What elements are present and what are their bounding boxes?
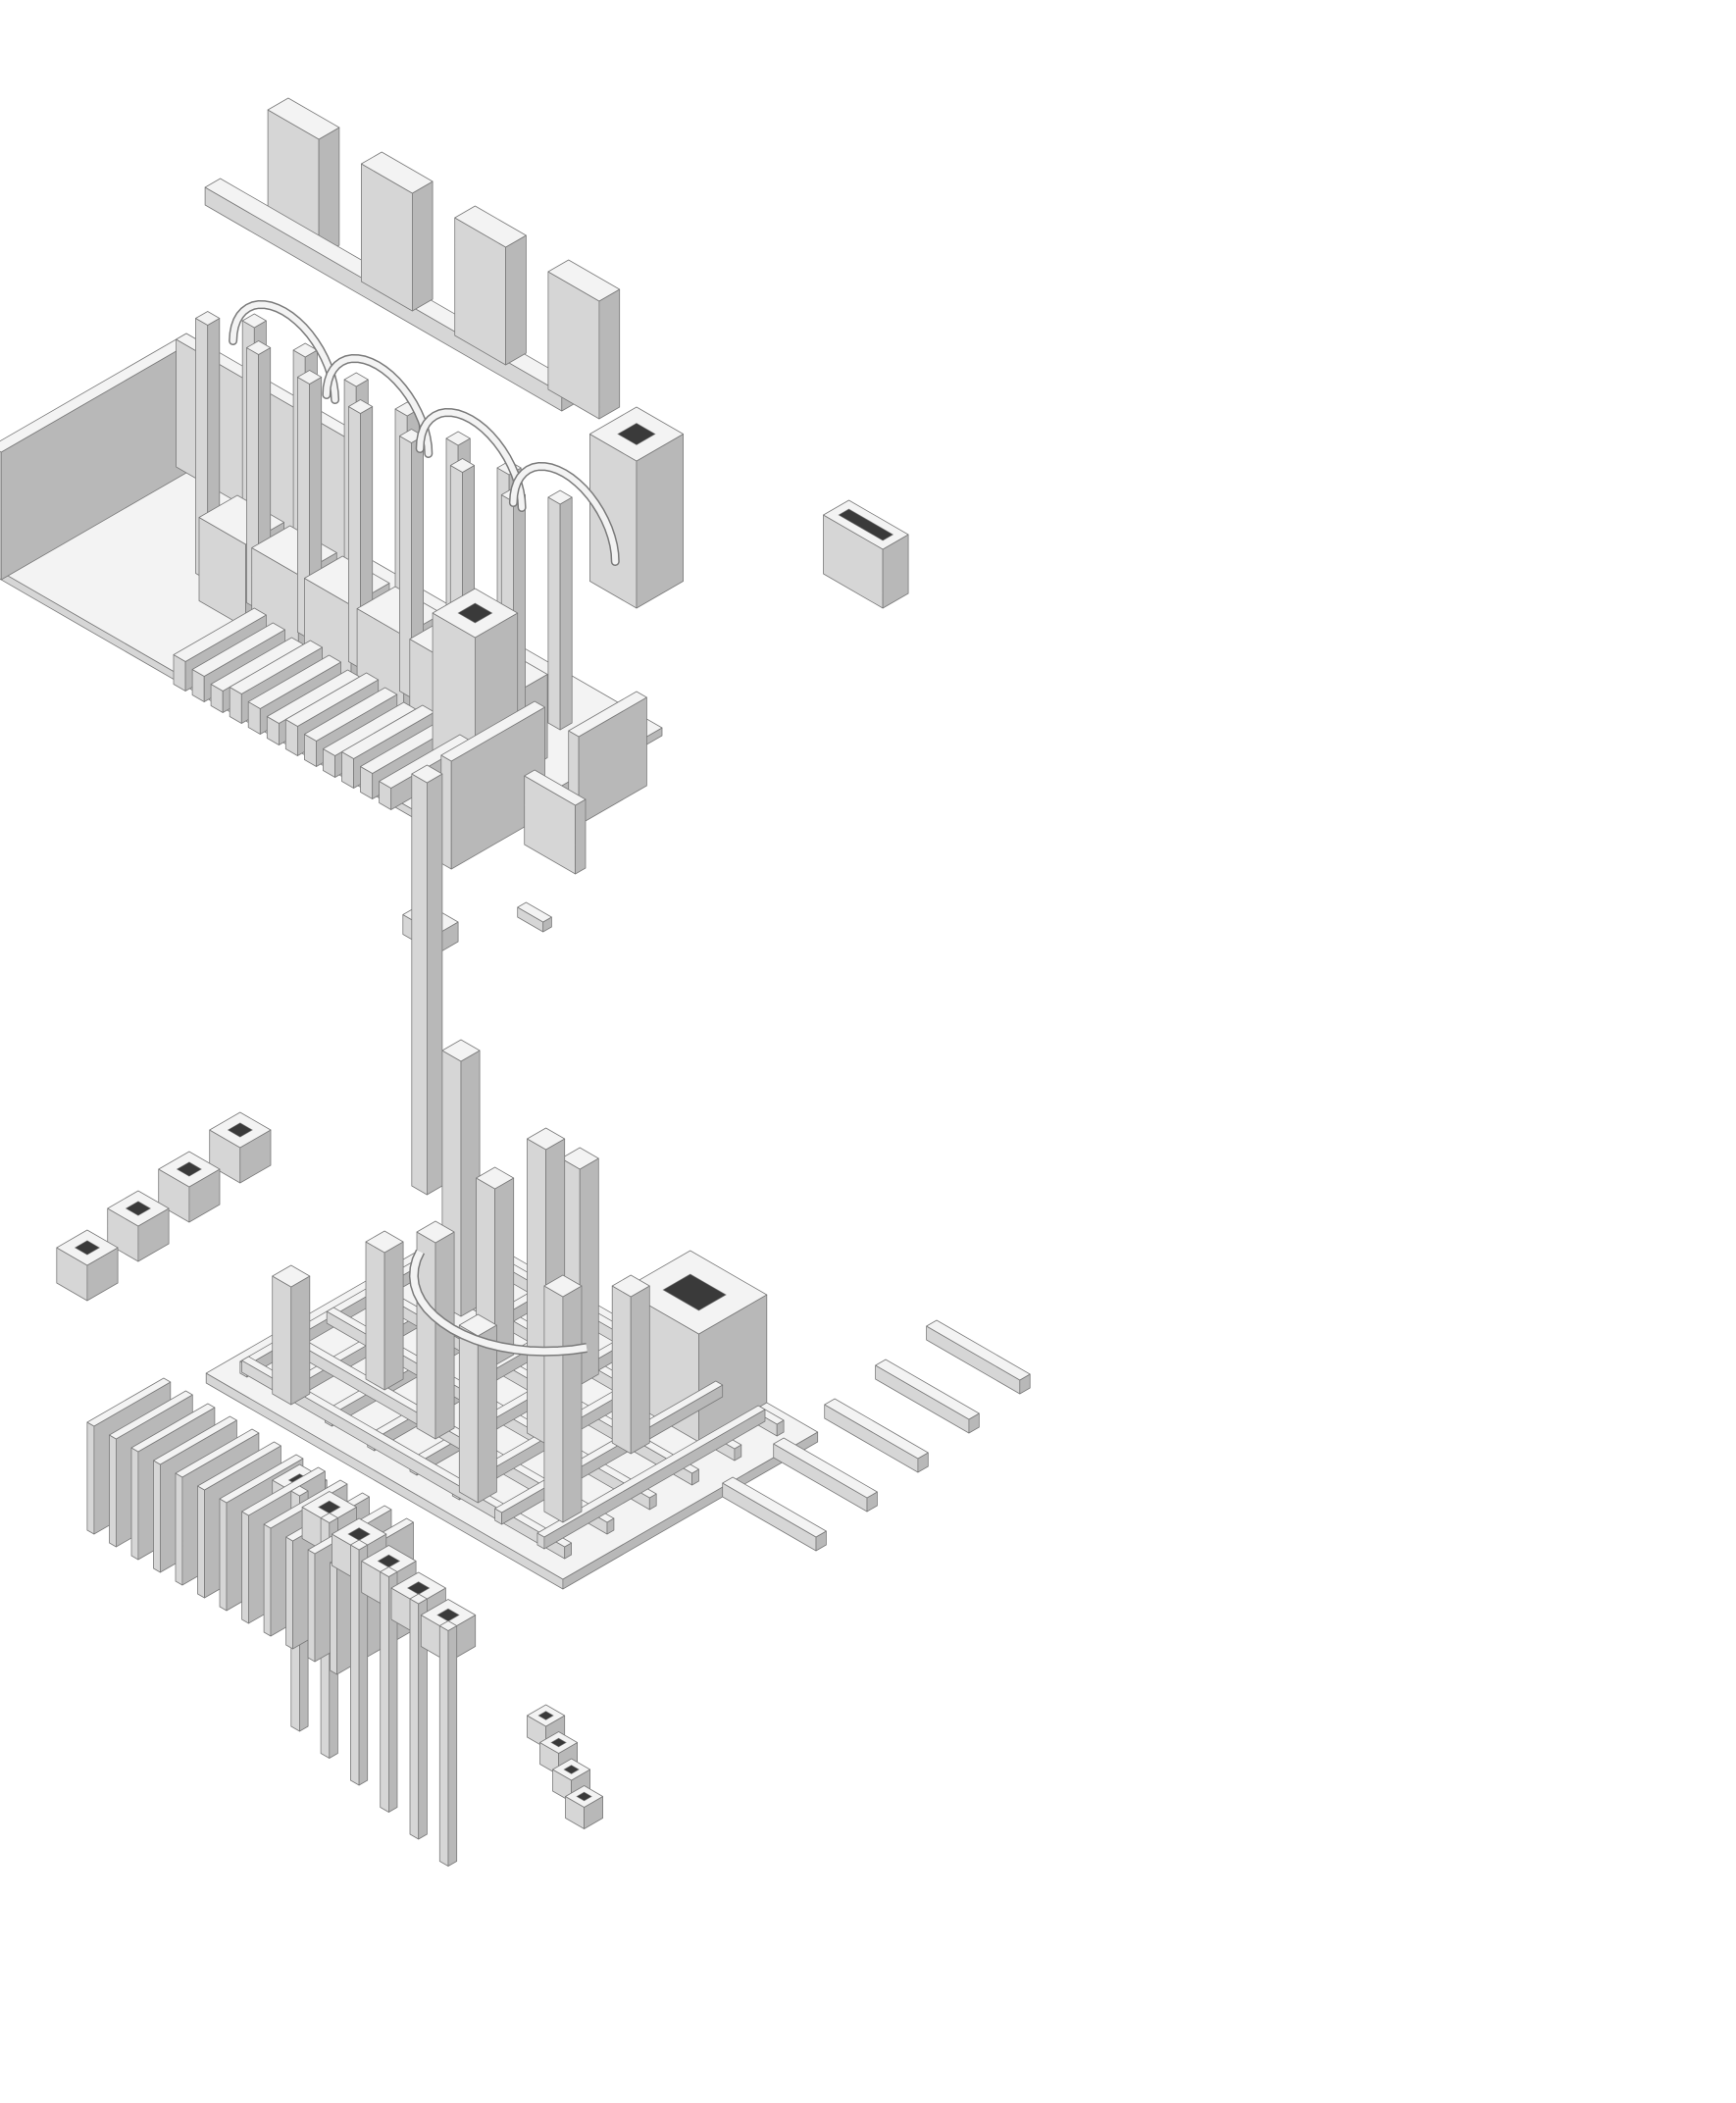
curved-ramp-face xyxy=(410,1250,587,1356)
floating-box xyxy=(823,499,909,609)
floating-bar-2 xyxy=(824,1398,929,1473)
socket-cube-0 xyxy=(209,1111,272,1184)
tower-upper xyxy=(589,406,684,609)
floating-bar-0 xyxy=(926,1319,1031,1395)
lower-axonometric-model xyxy=(56,764,1031,1867)
antenna-column xyxy=(411,764,443,1196)
floating-bar-4 xyxy=(722,1476,827,1552)
column-front-6 xyxy=(547,489,573,731)
arch-2-face xyxy=(417,409,526,511)
arch-0-face xyxy=(230,301,338,403)
stilt-5 xyxy=(438,1620,458,1867)
loose-socket-3 xyxy=(565,1785,603,1829)
end-wall xyxy=(0,333,197,581)
fragment-wall-b xyxy=(524,769,587,875)
roof-bay-3 xyxy=(547,259,621,420)
pillar-4 xyxy=(611,1274,650,1455)
stilt-3 xyxy=(380,1566,398,1813)
arch-3-face xyxy=(510,463,619,565)
grid-rib-x-7 xyxy=(536,1405,766,1550)
upper-axonometric-model xyxy=(0,97,909,954)
arch-1-face xyxy=(323,355,432,457)
roof-bay-1 xyxy=(360,151,434,312)
pillar-6 xyxy=(365,1230,404,1391)
column-back-4 xyxy=(398,429,425,698)
stilt-2 xyxy=(349,1539,369,1786)
floating-bar-1 xyxy=(875,1359,980,1434)
pillar-7 xyxy=(543,1274,583,1523)
socket-cube-3 xyxy=(56,1229,119,1302)
fragment-wall-c xyxy=(568,691,647,826)
stilt-4 xyxy=(409,1593,428,1840)
pillar-5 xyxy=(416,1220,455,1440)
pillar-8 xyxy=(458,1313,497,1504)
roof-bay-2 xyxy=(454,205,527,366)
loose-bar xyxy=(517,901,552,933)
pillar-9 xyxy=(272,1264,311,1406)
fragment-wall-a xyxy=(440,700,545,870)
floating-bar-3 xyxy=(773,1437,878,1513)
